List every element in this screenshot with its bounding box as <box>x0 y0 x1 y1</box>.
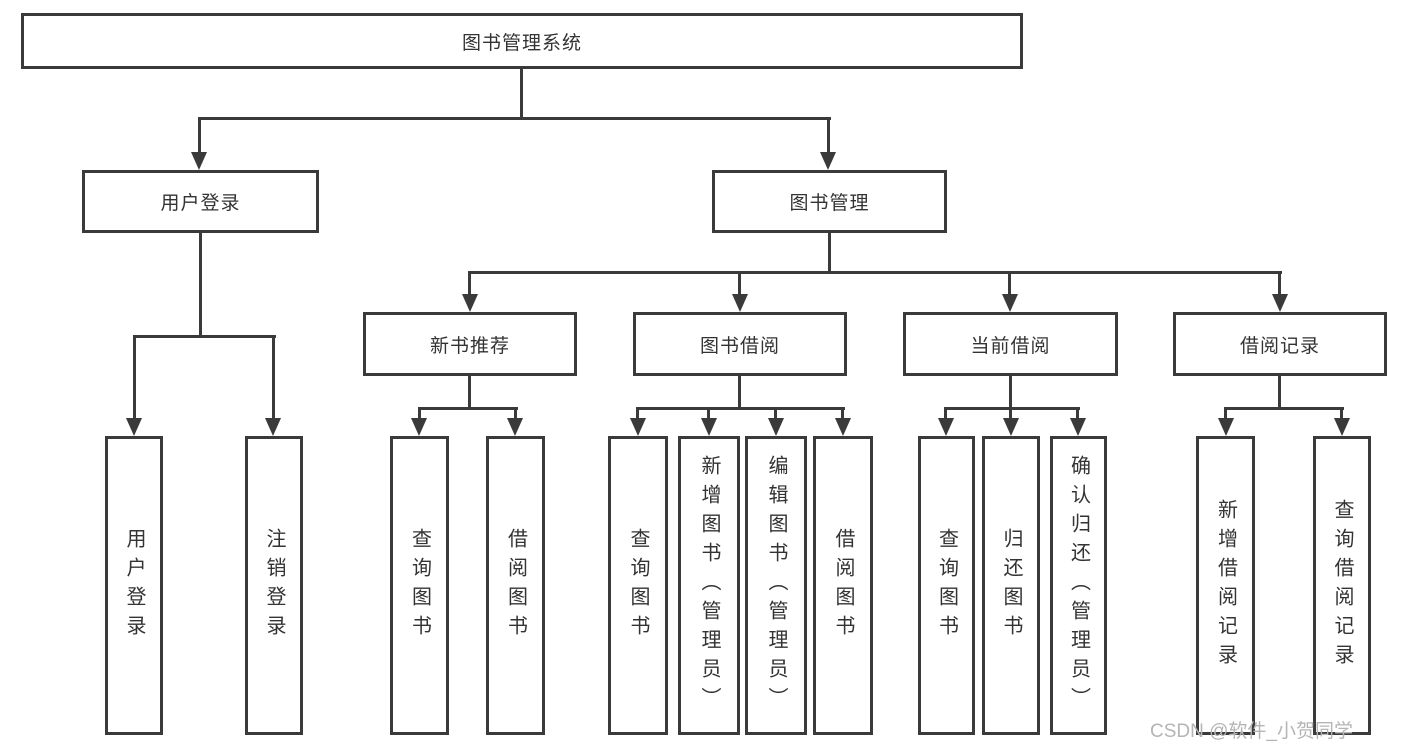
leaf-borrow-books-1: 借阅图书 <box>486 436 545 735</box>
arrow-down-icon <box>265 418 281 436</box>
node-user-login: 用户登录 <box>82 170 319 233</box>
leaf-label: 新增借阅记录 <box>1214 498 1237 673</box>
connector-line <box>1278 376 1281 407</box>
leaf-label: 查询图书 <box>408 527 431 644</box>
arrow-down-icon <box>411 418 427 436</box>
connector-line <box>468 271 1282 274</box>
connector-line <box>514 407 517 421</box>
arrow-down-icon <box>938 418 954 436</box>
leaf-label: 编辑图书（管理员） <box>765 455 787 716</box>
connector-line <box>1009 407 1012 421</box>
leaf-confirm-return-admin: 确认归还（管理员） <box>1050 436 1107 735</box>
node-label: 新书推荐 <box>429 335 510 357</box>
connector-line <box>1008 271 1011 299</box>
connector-line <box>468 376 471 407</box>
arrow-down-icon <box>701 418 717 436</box>
leaf-edit-books-admin: 编辑图书（管理员） <box>745 436 807 735</box>
arrow-down-icon <box>191 152 207 170</box>
connector-line <box>944 407 947 421</box>
leaf-label: 确认归还（管理员） <box>1067 455 1090 716</box>
leaf-label: 归还图书 <box>1000 527 1022 644</box>
connector-line <box>520 69 523 117</box>
arrow-down-icon <box>1002 294 1018 312</box>
connector-line <box>738 376 741 407</box>
arrow-down-icon <box>1070 418 1086 436</box>
connector-line <box>199 233 202 335</box>
leaf-logout: 注销登录 <box>245 436 303 735</box>
connector-line <box>1076 407 1079 421</box>
arrow-down-icon <box>507 418 523 436</box>
node-book-borrow: 图书借阅 <box>633 312 847 376</box>
arrow-down-icon <box>835 418 851 436</box>
node-new-book-recommend: 新书推荐 <box>363 312 577 376</box>
node-label: 借阅记录 <box>1239 335 1320 357</box>
leaf-label: 借阅图书 <box>832 527 854 644</box>
leaf-label: 查询图书 <box>627 527 649 644</box>
leaf-label: 借阅图书 <box>504 527 527 644</box>
arrow-down-icon <box>1218 418 1234 436</box>
leaf-add-books-admin: 新增图书（管理员） <box>678 436 740 735</box>
leaf-label: 新增图书（管理员） <box>698 455 720 716</box>
connector-line <box>707 407 710 421</box>
leaf-add-borrow-record: 新增借阅记录 <box>1196 436 1255 735</box>
leaf-query-books-1: 查询图书 <box>390 436 449 735</box>
connector-line <box>272 335 275 421</box>
leaf-label: 用户登录 <box>123 527 145 644</box>
connector-line <box>198 117 201 157</box>
connector-line <box>944 407 1080 410</box>
connector-line <box>636 407 845 410</box>
leaf-query-borrow-record: 查询借阅记录 <box>1313 436 1371 735</box>
node-label: 图书管理系统 <box>461 32 582 54</box>
node-label: 图书借阅 <box>699 335 780 357</box>
arrow-down-icon <box>126 418 142 436</box>
node-current-borrow: 当前借阅 <box>903 312 1118 376</box>
leaf-label: 注销登录 <box>263 527 285 644</box>
arrow-down-icon <box>768 418 784 436</box>
arrow-down-icon <box>1003 418 1019 436</box>
node-label: 当前借阅 <box>970 335 1051 357</box>
leaf-query-books-3: 查询图书 <box>918 436 975 735</box>
leaf-return-books: 归还图书 <box>982 436 1040 735</box>
node-label: 图书管理 <box>789 193 870 214</box>
leaf-label: 查询图书 <box>935 527 958 644</box>
connector-line <box>1278 271 1281 299</box>
connector-line <box>738 271 741 299</box>
connector-line <box>133 335 136 421</box>
connector-line <box>827 117 830 157</box>
connector-line <box>418 407 518 410</box>
leaf-query-books-2: 查询图书 <box>608 436 668 735</box>
leaf-user-login: 用户登录 <box>105 436 163 735</box>
connector-line <box>774 407 777 421</box>
leaf-borrow-books-2: 借阅图书 <box>813 436 873 735</box>
arrow-down-icon <box>820 152 836 170</box>
arrow-down-icon <box>462 294 478 312</box>
arrow-down-icon <box>1272 294 1288 312</box>
connector-line <box>1009 376 1012 407</box>
arrow-down-icon <box>1334 418 1350 436</box>
node-root: 图书管理系统 <box>21 13 1023 69</box>
connector-line <box>828 233 831 271</box>
connector-line <box>1340 407 1343 421</box>
node-label: 用户登录 <box>160 193 241 214</box>
leaf-label: 查询借阅记录 <box>1331 498 1353 673</box>
arrow-down-icon <box>732 294 748 312</box>
connector-line <box>1224 407 1227 421</box>
connector-line <box>636 407 639 421</box>
connector-line <box>198 117 831 120</box>
connector-line <box>468 271 471 299</box>
watermark-text: CSDN @软件_小贺同学 <box>1150 721 1353 742</box>
node-borrow-records: 借阅记录 <box>1173 312 1387 376</box>
connector-line <box>418 407 421 421</box>
connector-line <box>133 335 276 338</box>
connector-line <box>1224 407 1344 410</box>
node-book-management: 图书管理 <box>712 170 947 233</box>
connector-line <box>841 407 844 421</box>
arrow-down-icon <box>630 418 646 436</box>
